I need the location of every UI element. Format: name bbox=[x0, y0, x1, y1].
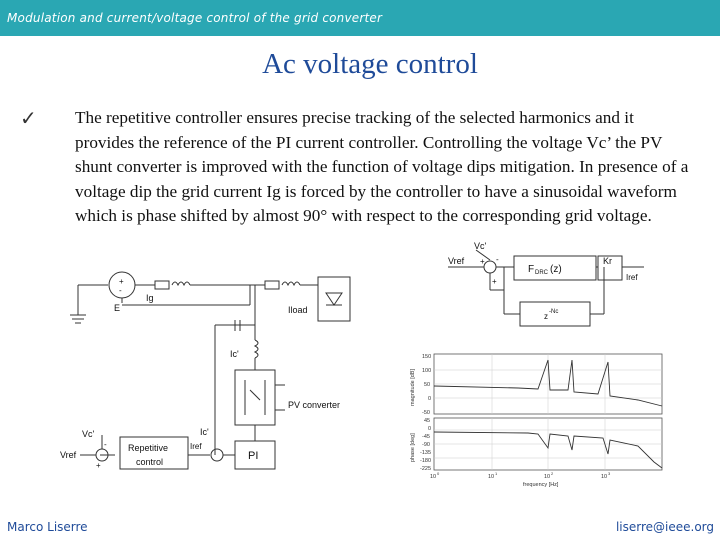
bode-plot: 150 100 50 0 -50 45 0 -45 -90 -135 -180 … bbox=[410, 353, 663, 488]
svg-text:-: - bbox=[104, 440, 107, 449]
svg-text:+: + bbox=[480, 257, 485, 266]
slide-title: Ac voltage control bbox=[262, 48, 478, 80]
bode-xlabel: frequency [Hz] bbox=[523, 482, 559, 488]
bode-x-exp-2: 2 bbox=[551, 471, 554, 476]
bode-phase-tick-6: -225 bbox=[420, 466, 431, 472]
bode-ylabel-phase: phase [deg] bbox=[410, 433, 416, 462]
circuit-label-control: control bbox=[136, 457, 163, 467]
bode-ylabel-mag: magnitude [dB] bbox=[410, 369, 416, 406]
bode-x-tick-3: 10 bbox=[601, 474, 607, 480]
circuit-label-ic2: Ic' bbox=[200, 427, 209, 437]
bode-phase-tick-3: -90 bbox=[422, 442, 430, 448]
bd-label-iref: Iref bbox=[626, 273, 638, 282]
check-icon: ✓ bbox=[20, 106, 37, 130]
svg-text:+: + bbox=[492, 277, 497, 286]
circuit-label-e: E bbox=[114, 303, 120, 313]
bode-mag-tick-4: -50 bbox=[422, 410, 430, 416]
bode-x-tick-2: 10 bbox=[544, 474, 550, 480]
header-bar: Modulation and current/voltage control o… bbox=[0, 0, 720, 36]
circuit-label-iref: Iref bbox=[190, 442, 202, 451]
circuit-label-ic: Ic' bbox=[230, 349, 239, 359]
bode-x-exp-1: 1 bbox=[495, 471, 498, 476]
bd-label-z: (z) bbox=[550, 264, 562, 275]
circuit-diagram: + - E Ig Iload Ic' Ic' Vc' Vref PV conve… bbox=[60, 271, 351, 470]
footer-email: liserre@ieee.org bbox=[615, 520, 714, 534]
circuit-label-pv: PV converter bbox=[288, 400, 340, 410]
bd-label-vc: Vc' bbox=[474, 241, 487, 251]
bd-label-delay-exp: -Nc bbox=[549, 309, 558, 315]
footer-author: Marco Liserre bbox=[7, 520, 88, 534]
circuit-label-pi: PI bbox=[248, 450, 258, 462]
bode-x-exp-0: 0 bbox=[437, 471, 440, 476]
circuit-label-vc: Vc' bbox=[82, 429, 95, 439]
bode-x-exp-3: 3 bbox=[608, 471, 611, 476]
bd-label-vref: Vref bbox=[448, 256, 465, 266]
header-title: Modulation and current/voltage control o… bbox=[7, 11, 383, 25]
bode-phase-tick-4: -135 bbox=[420, 450, 431, 456]
bd-label-frc: DRC bbox=[535, 270, 549, 276]
bullet-text: The repetitive controller ensures precis… bbox=[75, 108, 689, 225]
svg-text:-: - bbox=[496, 255, 499, 264]
circuit-label-vref: Vref bbox=[60, 450, 77, 460]
bode-mag-tick-2: 50 bbox=[424, 382, 430, 388]
bode-mag-tick-0: 150 bbox=[422, 354, 431, 360]
svg-text:+: + bbox=[119, 277, 124, 286]
bode-x-tick-1: 10 bbox=[488, 474, 494, 480]
bd-label-f: F bbox=[528, 264, 534, 275]
circuit-label-ig: Ig bbox=[146, 293, 154, 303]
bode-mag-tick-3: 0 bbox=[428, 396, 431, 402]
bode-phase-tick-5: -180 bbox=[420, 458, 431, 464]
bode-mag-tick-1: 100 bbox=[422, 368, 431, 374]
circuit-label-repetitive: Repetitive bbox=[128, 443, 168, 453]
bode-phase-tick-1: 0 bbox=[428, 426, 431, 432]
svg-text:-: - bbox=[119, 286, 122, 295]
bode-phase-tick-2: -45 bbox=[422, 434, 430, 440]
block-diagram: Vc' Vref F DRC (z) Kr Iref z -Nc + + - bbox=[448, 241, 644, 327]
bode-x-tick-0: 10 bbox=[430, 474, 436, 480]
bd-label-delay: z bbox=[544, 312, 548, 321]
bd-label-kr: Kr bbox=[603, 256, 612, 266]
bode-phase-tick-0: 45 bbox=[424, 418, 430, 424]
svg-text:+: + bbox=[96, 461, 101, 470]
circuit-label-iload: Iload bbox=[288, 305, 308, 315]
